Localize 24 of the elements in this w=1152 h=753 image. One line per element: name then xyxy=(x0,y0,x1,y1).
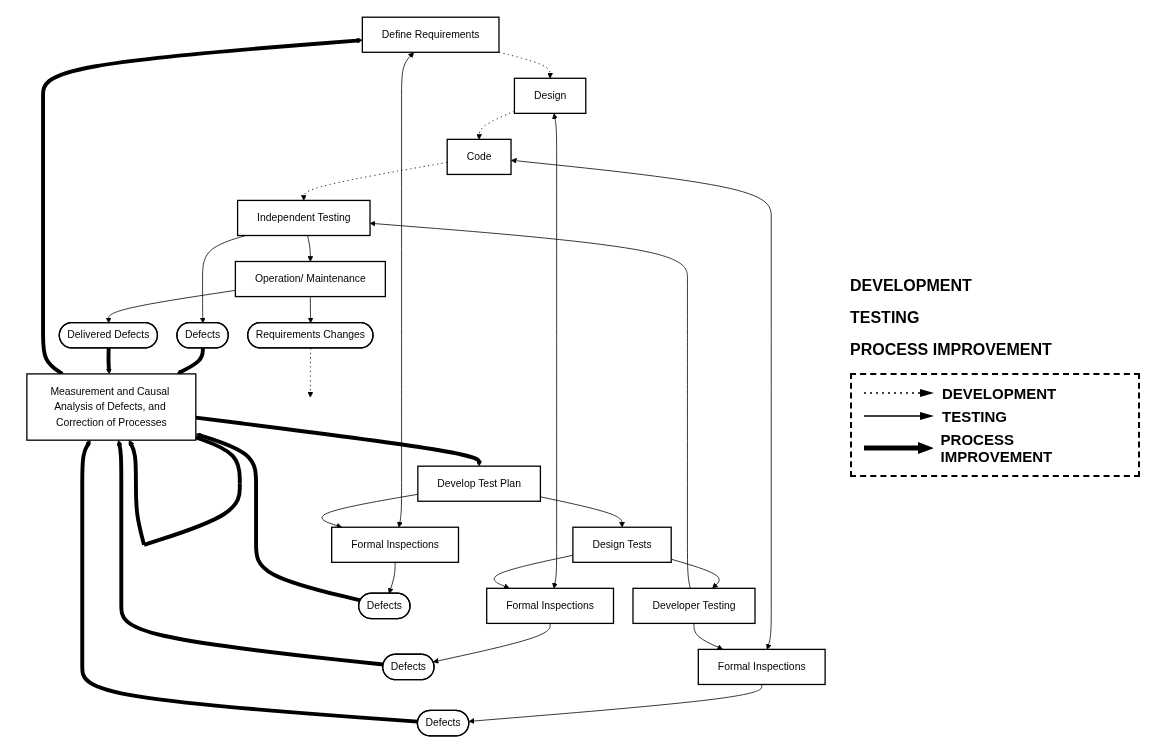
node-box: Developer Testing xyxy=(632,587,756,625)
node-box: Code xyxy=(446,138,512,176)
node-box: Design Tests xyxy=(572,526,672,563)
arrow xyxy=(195,432,361,603)
legend-text: TESTING xyxy=(942,407,1007,425)
arrow xyxy=(106,348,112,375)
flow-type-label: DEVELOPMENT xyxy=(850,276,973,295)
node-box: Design xyxy=(513,77,587,114)
legend-text: DEVELOPMENT xyxy=(942,384,1057,402)
flow-type-label: TESTING xyxy=(850,308,921,327)
arrow xyxy=(176,348,205,375)
arrow xyxy=(128,435,242,547)
arrow xyxy=(195,415,482,467)
node-box: Define Requirements xyxy=(361,16,500,53)
node-box: Formal Inspections xyxy=(331,526,460,563)
flow-type-label: PROCESS IMPROVEMENT xyxy=(850,340,1053,359)
node-box: Develop Test Plan xyxy=(417,465,542,502)
node-box: Formal Inspections xyxy=(486,587,615,625)
node-box: Measurement and Causal Analysis of Defects, and Correction of Processes xyxy=(26,373,197,441)
node-box: Independent Testing xyxy=(236,199,371,237)
node-box: Formal Inspections xyxy=(697,648,826,686)
arrow xyxy=(116,439,384,667)
legend-text: PROCESS IMPROVEMENT xyxy=(940,430,1054,465)
node-box: Operation/ Maintenance xyxy=(234,260,386,298)
